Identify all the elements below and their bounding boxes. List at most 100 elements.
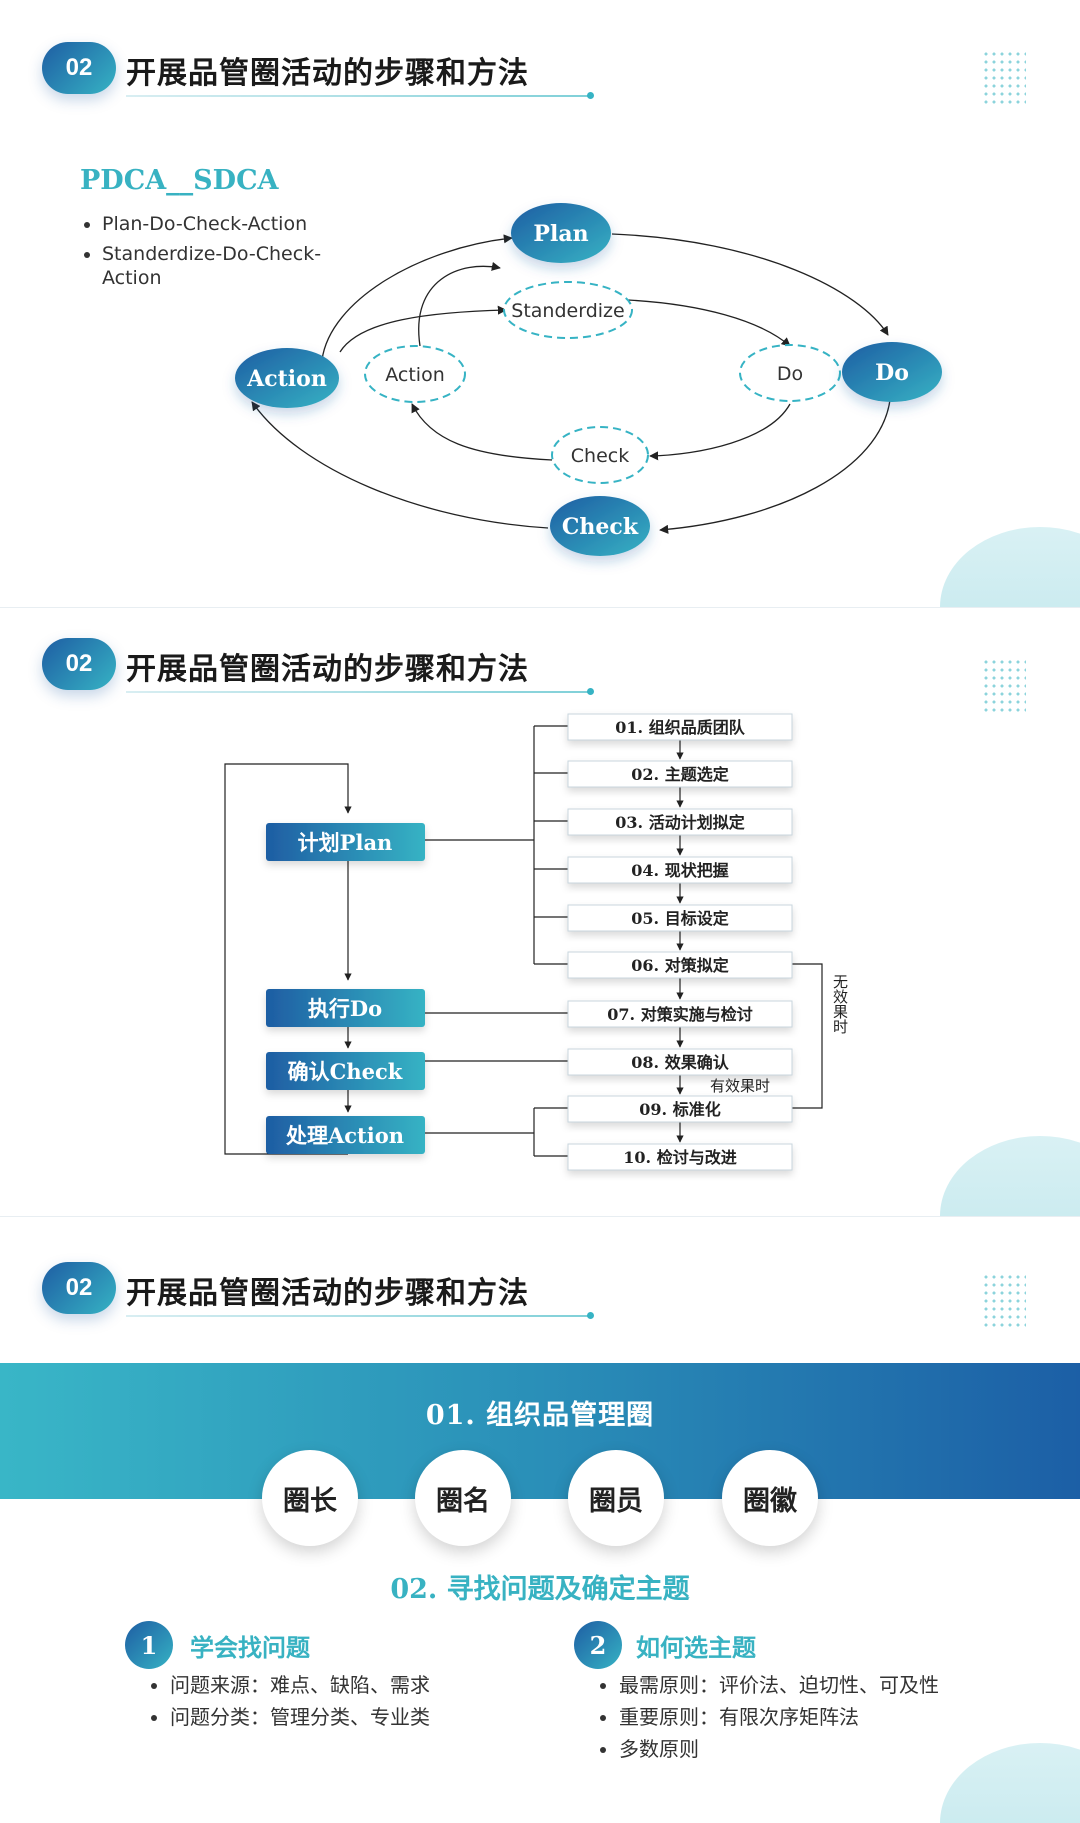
section-title: 开展品管圈活动的步骤和方法 (126, 1276, 529, 1311)
arrow-do-to-check (659, 399, 891, 534)
item-number-badge: 1 (125, 1621, 173, 1669)
bullet-item: 问题来源：难点、缺陷、需求 (170, 1669, 430, 1701)
svg-text:Plan: Plan (533, 221, 588, 247)
slide-divider (0, 1216, 1080, 1217)
svg-text:Do: Do (875, 360, 909, 386)
svg-text:02. 主题选定: 02. 主题选定 (631, 765, 728, 784)
no-effect-label: 无效果时 (831, 974, 849, 1034)
arrow-check-to-action (251, 401, 549, 529)
item-heading: 学会找问题 (190, 1633, 310, 1662)
svg-text:处理Action: 处理Action (285, 1123, 404, 1148)
pdca-cycle-diagram: Standerdize Do Check Action Plan Do Chec… (235, 203, 942, 556)
solid-node-do: Do (842, 342, 942, 402)
dashed-node-do: Do (739, 344, 841, 402)
svg-text:Do: Do (777, 363, 803, 385)
dot-grid-decoration (982, 1273, 1026, 1329)
arrow-plan-to-do (611, 233, 889, 336)
step-07: 07. 对策实施与检讨 (567, 1000, 793, 1028)
svg-text:09. 标准化: 09. 标准化 (639, 1100, 720, 1119)
arrow-standerdize-to-do (627, 299, 791, 347)
title-underline (126, 1315, 591, 1317)
pdca-bullets: Plan-Do-Check-Action Standerdize-Do-Chec… (78, 212, 372, 296)
arrow-do-to-check-inner (649, 403, 791, 461)
section-badge: 02 (42, 1262, 116, 1314)
feedback-loop-line (224, 763, 352, 1155)
svg-text:07. 对策实施与检讨: 07. 对策实施与检讨 (607, 1005, 752, 1024)
bullet-item: 重要原则：有限次序矩阵法 (619, 1701, 939, 1733)
circle-role: 圈员 (568, 1450, 664, 1546)
arrow-action-to-plan-inner (418, 261, 501, 347)
svg-text:Standerdize: Standerdize (511, 300, 624, 322)
svg-text:Action: Action (246, 366, 327, 392)
dot-grid-decoration (982, 658, 1026, 714)
circle-role: 圈名 (415, 1450, 511, 1546)
step-10: 10. 检讨与改进 (567, 1143, 793, 1171)
bullet-item: Standerdize-Do-Check-Action (102, 242, 372, 290)
solid-node-check: Check (550, 496, 650, 556)
dashed-node-check: Check (551, 426, 649, 484)
banner-title: 01. 组织品管理圈 (425, 1400, 655, 1431)
item-bullets: 问题来源：难点、缺陷、需求 问题分类：管理分类、专业类 (148, 1669, 430, 1733)
slide-organize-circle: 02 开展品管圈活动的步骤和方法 01. 组织品管理圈 圈长 圈名 圈员 圈徽 … (0, 1217, 1080, 1823)
item-number-badge: 2 (574, 1621, 622, 1669)
dot-grid-decoration (982, 50, 1026, 106)
item-bullets: 最需原则：评价法、迫切性、可及性 重要原则：有限次序矩阵法 多数原则 (597, 1669, 939, 1765)
slide-divider (0, 607, 1080, 608)
solid-node-action: Action (235, 348, 339, 408)
title-underline-dot (587, 92, 594, 99)
step-08: 08. 效果确认 (567, 1048, 793, 1076)
section-badge: 02 (42, 42, 116, 94)
step-09: 09. 标准化 (567, 1095, 793, 1123)
bullet-item: Plan-Do-Check-Action (102, 212, 372, 236)
step-01: 01. 组织品质团队 (567, 713, 793, 741)
svg-text:08. 效果确认: 08. 效果确认 (631, 1053, 729, 1072)
step-04: 04. 现状把握 (567, 856, 793, 884)
step-06: 06. 对策拟定 (567, 951, 793, 979)
effect-label: 有效果时 (710, 1077, 770, 1095)
dashed-node-action: Action (364, 345, 466, 403)
solid-node-plan: Plan (511, 203, 611, 263)
title-underline-dot (587, 1312, 594, 1319)
svg-text:计划Plan: 计划Plan (298, 830, 393, 855)
title-underline (126, 95, 591, 97)
phase-check: 确认Check (266, 1052, 425, 1090)
svg-text:确认Check: 确认Check (288, 1059, 403, 1084)
no-effect-loop-line (792, 963, 823, 1109)
svg-text:05. 目标设定: 05. 目标设定 (631, 909, 728, 928)
arrow-action-to-standerdize (339, 305, 507, 353)
item-heading: 如何选主题 (636, 1633, 756, 1662)
bullet-item: 多数原则 (619, 1733, 939, 1765)
banner-band (0, 1363, 1080, 1499)
section-title: 开展品管圈活动的步骤和方法 (126, 56, 529, 91)
svg-text:Check: Check (571, 445, 629, 467)
phase-do: 执行Do (266, 989, 425, 1027)
slide-pdca-sdca: 02 开展品管圈活动的步骤和方法 PDCA__SDCA Plan-Do-Chec… (0, 0, 1080, 607)
qcc-step-flowchart: 无效果时 有效果时 计划Plan 执行Do 确认Check 处理Action 0… (224, 713, 849, 1171)
title-underline-dot (587, 688, 594, 695)
slide-qcc-steps: 02 开展品管圈活动的步骤和方法 (0, 608, 1080, 1216)
svg-text:Check: Check (562, 514, 639, 540)
step-05: 05. 目标设定 (567, 904, 793, 932)
arrow-check-to-action-inner (411, 403, 553, 461)
svg-text:03. 活动计划拟定: 03. 活动计划拟定 (615, 813, 744, 832)
step-03: 03. 活动计划拟定 (567, 808, 793, 836)
dashed-node-standerdize: Standerdize (503, 281, 633, 339)
phase-action: 处理Action (266, 1116, 425, 1154)
bullet-item: 问题分类：管理分类、专业类 (170, 1701, 430, 1733)
section-badge: 02 (42, 638, 116, 690)
title-underline (126, 691, 591, 693)
svg-text:Action: Action (385, 364, 445, 386)
pdca-heading: PDCA__SDCA (80, 165, 279, 196)
phase-plan: 计划Plan (266, 823, 425, 861)
step-02: 02. 主题选定 (567, 760, 793, 788)
arrow-action-to-plan (321, 234, 513, 361)
svg-text:06. 对策拟定: 06. 对策拟定 (631, 956, 728, 975)
svg-text:04. 现状把握: 04. 现状把握 (631, 861, 728, 880)
svg-text:10. 检讨与改进: 10. 检讨与改进 (623, 1148, 736, 1167)
section2-title: 02. 寻找问题及确定主题 (390, 1574, 690, 1605)
svg-text:执行Do: 执行Do (308, 996, 382, 1021)
corner-decoration (940, 1743, 1080, 1823)
svg-text:01. 组织品质团队: 01. 组织品质团队 (615, 718, 745, 737)
circle-role: 圈长 (262, 1450, 358, 1546)
section-title: 开展品管圈活动的步骤和方法 (126, 652, 529, 687)
